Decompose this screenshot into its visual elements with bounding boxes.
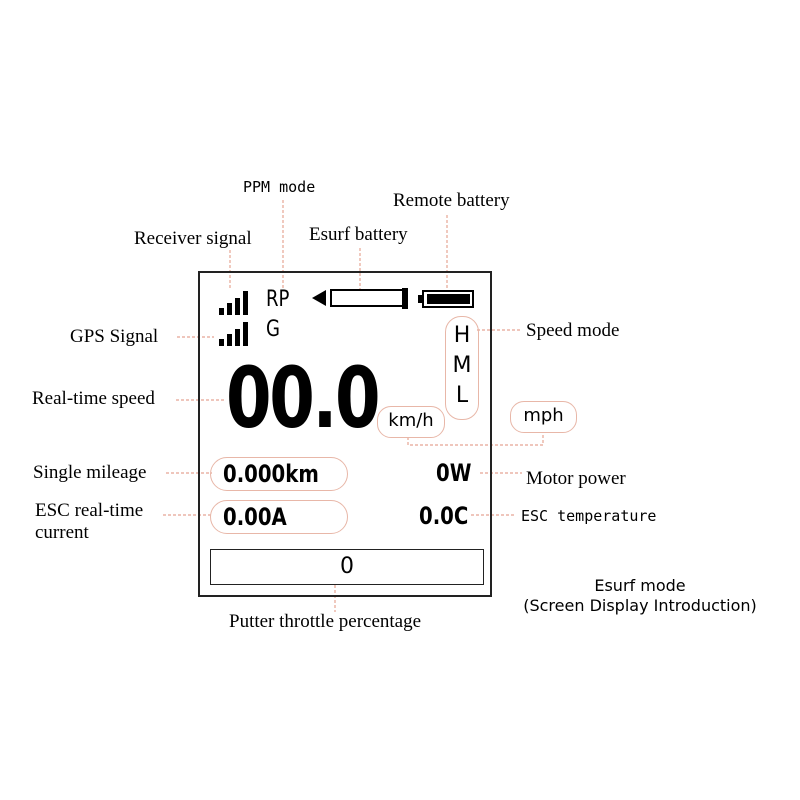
esurf-battery-icon xyxy=(312,288,408,309)
leader-units xyxy=(407,432,544,446)
ppm-mode-text: RP xyxy=(266,287,290,312)
label-esc-temperature: ESC temperature xyxy=(521,507,657,525)
current-readout: 0.00A xyxy=(210,500,348,534)
label-esc-current: ESC real-time current xyxy=(35,500,143,544)
label-gps-signal: GPS Signal xyxy=(70,326,159,347)
label-real-time-speed: Real-time speed xyxy=(32,388,155,409)
label-ppm-mode: PPM mode xyxy=(243,178,316,196)
speed-readout: 00.0 xyxy=(226,349,381,447)
display-screen: RP G H M L 00.0 km/h mph 0.000km 0W 0.00… xyxy=(198,271,577,597)
motor-power-readout: 0W xyxy=(436,459,472,487)
label-receiver-signal: Receiver signal xyxy=(134,228,252,249)
temperature-readout: 0.0C xyxy=(419,502,469,530)
gps-text: G xyxy=(266,317,280,342)
speed-mode-m: M xyxy=(452,353,472,378)
caption-line2: (Screen Display Introduction) xyxy=(523,596,757,615)
gps-signal-icon xyxy=(219,322,248,346)
remote-battery-icon xyxy=(418,290,474,308)
speed-mode-indicator: H M L xyxy=(445,316,479,420)
label-speed-mode: Speed mode xyxy=(526,320,620,341)
speed-mode-l: L xyxy=(455,383,469,408)
caption-line1: Esurf mode xyxy=(594,576,686,595)
unit-mph: mph xyxy=(510,401,577,433)
label-esc-current-line2: current xyxy=(35,522,89,543)
label-esurf-battery: Esurf battery xyxy=(309,224,408,245)
label-esc-current-line1: ESC real-time xyxy=(35,500,144,521)
caption: Esurf mode (Screen Display Introduction) xyxy=(515,576,765,616)
label-remote-battery: Remote battery xyxy=(393,190,510,211)
receiver-signal-icon xyxy=(219,291,248,315)
throttle-value: 0 xyxy=(340,554,354,579)
label-putter-throttle: Putter throttle percentage xyxy=(229,611,422,632)
throttle-bar: 0 xyxy=(210,549,484,585)
label-motor-power: Motor power xyxy=(526,468,626,489)
label-single-mileage: Single mileage xyxy=(33,462,147,483)
unit-kmh: km/h xyxy=(377,406,445,438)
speed-mode-h: H xyxy=(453,323,471,348)
mileage-readout: 0.000km xyxy=(210,457,348,491)
